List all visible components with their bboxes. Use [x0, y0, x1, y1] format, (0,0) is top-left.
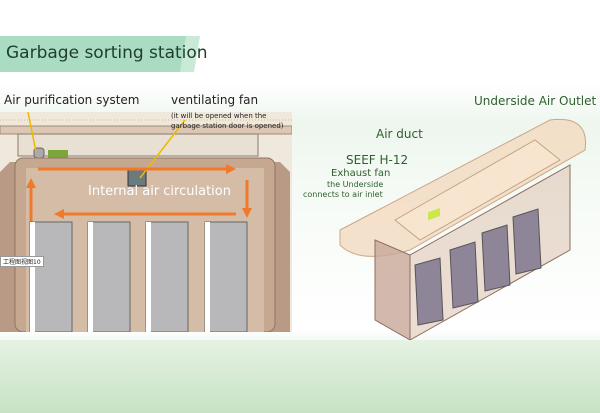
fan-model-label: SEEF H-12 [346, 153, 409, 167]
bin-1 [29, 221, 73, 332]
exhaust-fan [428, 208, 440, 221]
purifier-pointer [27, 112, 37, 153]
footer-band [0, 340, 600, 413]
bin-4 [512, 208, 542, 275]
bin-3 [481, 224, 511, 292]
fan-note-line-2: garbage station door is opened) [171, 122, 284, 130]
title-banner-edge [180, 36, 200, 72]
title-banner [0, 36, 200, 72]
purifier-filter [48, 150, 68, 158]
view-tag: 工程图视图10 [0, 256, 44, 267]
page-title: Garbage sorting station [6, 43, 208, 63]
exhaust-fan-label: Exhaust fan [331, 168, 391, 179]
fan-note-line-1: (it will be opened when the [171, 112, 267, 120]
circulation-label: Internal air circulation [88, 184, 231, 199]
bins [29, 221, 248, 332]
air-inlet-label: connects to air inlet [303, 190, 383, 199]
air-purification-label: Air purification system [4, 93, 140, 107]
station-3d-view [300, 90, 600, 341]
circulation-arrows [29, 167, 249, 225]
front-wall [374, 239, 411, 341]
air-outlet-label: Underside Air Outlet [474, 94, 597, 108]
bin-3 [145, 221, 189, 332]
station-section-view: Internal air circulation 工程图视图10 [0, 112, 292, 332]
underside-label: the Underside [327, 180, 384, 189]
bin-4 [204, 221, 248, 332]
air-duct-label: Air duct [376, 127, 423, 141]
bin-2 [449, 241, 479, 309]
bins [414, 208, 542, 326]
bin-2 [87, 221, 131, 332]
top-housing [17, 133, 259, 157]
bin-1 [414, 257, 444, 326]
ventilating-fan-label: ventilating fan [171, 93, 259, 107]
section-drawing [0, 112, 292, 332]
isometric-drawing [339, 118, 587, 341]
